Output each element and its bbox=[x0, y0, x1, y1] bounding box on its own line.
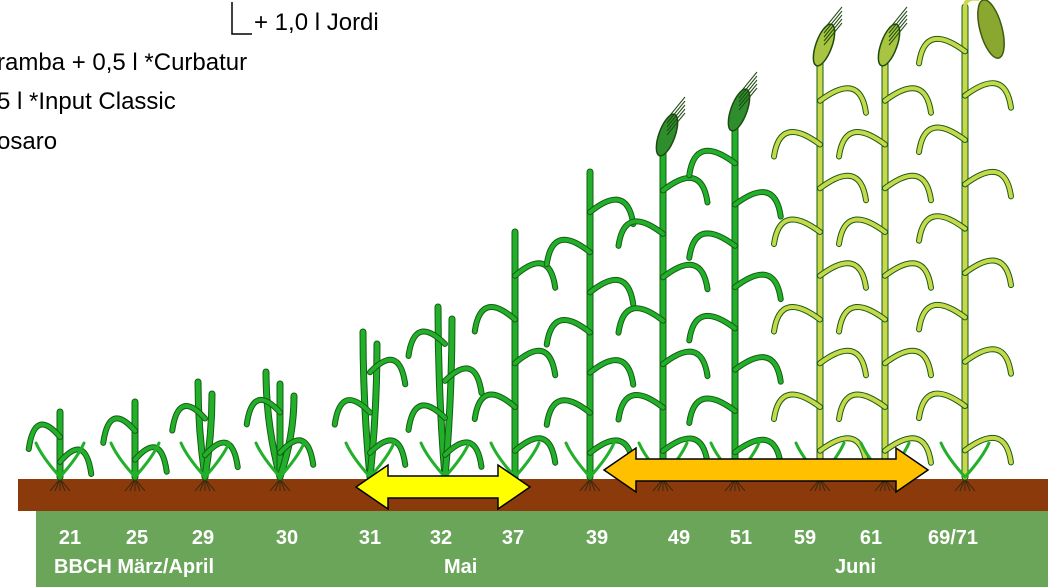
stage-label: 32 bbox=[429, 527, 453, 549]
stage-label: 51 bbox=[729, 527, 753, 549]
stage-label: 29 bbox=[191, 527, 215, 549]
stage-label: 31 bbox=[358, 527, 382, 549]
stage-label: 39 bbox=[585, 527, 609, 549]
double-arrow-icon bbox=[354, 463, 532, 511]
wheat-plant-icon bbox=[405, 303, 485, 492]
stage-label: 21 bbox=[58, 527, 82, 549]
wheat-plant-icon bbox=[771, 6, 869, 492]
stage-label: 37 bbox=[501, 527, 525, 549]
wheat-plant-icon bbox=[916, 0, 1014, 492]
month-label-march-april: BBCH März/April bbox=[54, 556, 215, 578]
wheat-plant-icon bbox=[543, 168, 637, 492]
wheat-plant-icon bbox=[686, 71, 784, 492]
stage-label: 59 bbox=[793, 527, 817, 549]
soil-strip bbox=[18, 479, 1048, 511]
wheat-plant-icon bbox=[331, 328, 409, 492]
treatment-line-3: 5 l *Input Classic bbox=[0, 88, 176, 115]
stage-label: 49 bbox=[667, 527, 691, 549]
wheat-plant-icon bbox=[615, 96, 711, 492]
wheat-plant-icon bbox=[243, 368, 317, 492]
month-label-june: Juni bbox=[835, 556, 877, 578]
stage-label: 69/71 bbox=[927, 527, 979, 549]
wheat-plant-icon bbox=[471, 228, 559, 492]
stage-band bbox=[36, 511, 1048, 587]
month-label-may: Mai bbox=[444, 556, 478, 578]
wheat-plant-icon bbox=[100, 398, 170, 492]
wheat-plant-icon bbox=[169, 378, 241, 492]
double-arrow-icon bbox=[602, 446, 930, 494]
stage-label: 61 bbox=[859, 527, 883, 549]
stage-label: 25 bbox=[125, 527, 149, 549]
treatment-line-4: osaro bbox=[0, 128, 58, 155]
stage-label: 30 bbox=[275, 527, 299, 549]
wheat-plant-icon bbox=[25, 408, 95, 492]
treatment-line-1: + 1,0 l Jordi bbox=[254, 9, 379, 36]
treatment-line-2: ramba + 0,5 l *Curbatur bbox=[0, 49, 248, 76]
